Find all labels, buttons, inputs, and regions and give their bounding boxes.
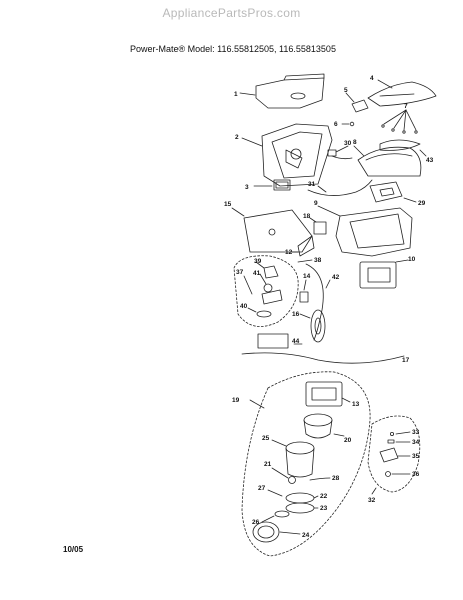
label-32: 31 bbox=[308, 181, 316, 188]
date-code: 10/05 bbox=[63, 545, 84, 554]
part-37[interactable] bbox=[385, 471, 411, 477]
part-12-filter[interactable] bbox=[291, 235, 315, 257]
label-12: 12 bbox=[285, 249, 293, 256]
label-43: 42 bbox=[332, 274, 340, 281]
part-28[interactable] bbox=[267, 489, 283, 497]
part-4-top-cover[interactable] bbox=[367, 79, 437, 107]
part-38[interactable] bbox=[243, 275, 283, 305]
label-5: 5 bbox=[344, 87, 348, 94]
label-28: 27 bbox=[258, 485, 266, 492]
part-35[interactable] bbox=[387, 439, 411, 444]
diagram-title: Power-Mate® Model: 116.55812505, 116.558… bbox=[130, 44, 336, 54]
part-45-label[interactable] bbox=[257, 333, 303, 349]
label-14: 14 bbox=[303, 273, 311, 280]
label-37: 36 bbox=[412, 471, 420, 478]
part-9-base[interactable] bbox=[317, 205, 413, 257]
label-8: 8 bbox=[353, 139, 357, 146]
part-24-disc[interactable] bbox=[285, 502, 319, 514]
part-17-cord[interactable] bbox=[241, 352, 405, 364]
label-26: 25 bbox=[262, 435, 270, 442]
part-26-cylinder[interactable] bbox=[271, 439, 315, 478]
part-3-filter-holder[interactable] bbox=[253, 179, 291, 191]
label-29: 28 bbox=[332, 475, 340, 482]
part-29[interactable] bbox=[309, 477, 331, 481]
label-15: 15 bbox=[224, 201, 232, 208]
label-9: 9 bbox=[314, 200, 318, 207]
label-41: 40 bbox=[240, 303, 248, 310]
label-44: 43 bbox=[426, 157, 434, 164]
label-33: 32 bbox=[368, 497, 376, 504]
label-21: 20 bbox=[344, 437, 352, 444]
part-18-plate[interactable] bbox=[309, 217, 327, 235]
label-34: 33 bbox=[412, 429, 420, 436]
part-41-ring[interactable] bbox=[247, 307, 272, 318]
label-30: 29 bbox=[418, 200, 426, 207]
part-20-assembly[interactable] bbox=[241, 371, 371, 557]
part-31-switch[interactable] bbox=[327, 145, 353, 160]
label-39: 38 bbox=[314, 257, 322, 264]
part-34[interactable] bbox=[389, 431, 411, 436]
part-10-nozzle[interactable] bbox=[359, 259, 409, 289]
label-40: 39 bbox=[254, 258, 262, 265]
part-32-cord[interactable] bbox=[307, 179, 373, 196]
label-1: 1 bbox=[234, 91, 238, 98]
part-5-latch[interactable] bbox=[345, 92, 369, 113]
part-2-housing[interactable] bbox=[241, 123, 333, 187]
part-1-lid[interactable] bbox=[239, 73, 325, 109]
part-13-filter-frame[interactable] bbox=[305, 381, 351, 407]
label-6: 6 bbox=[334, 121, 338, 128]
watermark: AppliancePartsPros.com bbox=[162, 6, 301, 20]
part-14-clip[interactable] bbox=[299, 279, 309, 303]
label-38: 37 bbox=[236, 269, 244, 276]
label-16: 16 bbox=[292, 311, 300, 318]
part-39-assembly[interactable] bbox=[233, 255, 313, 327]
label-7: 7 bbox=[404, 103, 408, 110]
label-35: 34 bbox=[412, 439, 420, 446]
label-4: 4 bbox=[370, 75, 374, 82]
label-25: 24 bbox=[302, 532, 310, 539]
label-36: 35 bbox=[412, 453, 420, 460]
part-labels: 1 2 3 4 5 6 7 8 9 10 12 13 14 15 16 17 1… bbox=[224, 75, 434, 539]
label-2: 2 bbox=[235, 134, 239, 141]
part-22[interactable] bbox=[271, 467, 296, 484]
part-25-ring[interactable] bbox=[252, 521, 301, 543]
label-42: 41 bbox=[253, 270, 261, 277]
part-40[interactable] bbox=[255, 261, 279, 279]
label-17: 17 bbox=[402, 357, 410, 364]
part-36[interactable] bbox=[379, 447, 411, 463]
label-23: 22 bbox=[320, 493, 328, 500]
part-30-switch-assembly[interactable] bbox=[369, 181, 417, 203]
part-21-cup[interactable] bbox=[303, 413, 345, 439]
label-3: 3 bbox=[245, 184, 249, 191]
part-7-screws[interactable] bbox=[381, 109, 418, 134]
part-15-bag[interactable] bbox=[231, 207, 313, 253]
part-6-screw[interactable] bbox=[341, 121, 355, 127]
label-13: 13 bbox=[352, 401, 360, 408]
label-18: 18 bbox=[303, 213, 311, 220]
part-33-assembly[interactable] bbox=[367, 415, 421, 495]
part-42[interactable] bbox=[259, 273, 273, 293]
part-16-wheel[interactable] bbox=[299, 309, 326, 343]
part-44-rim[interactable] bbox=[379, 139, 427, 157]
label-45: 44 bbox=[292, 338, 300, 345]
label-22: 21 bbox=[264, 461, 272, 468]
label-24: 23 bbox=[320, 505, 328, 512]
label-20: 19 bbox=[232, 397, 240, 404]
label-10: 10 bbox=[408, 256, 416, 263]
label-31: 30 bbox=[344, 140, 352, 147]
label-27: 26 bbox=[252, 519, 260, 526]
part-27-hub[interactable] bbox=[261, 510, 290, 523]
part-23-disc[interactable] bbox=[285, 492, 319, 504]
